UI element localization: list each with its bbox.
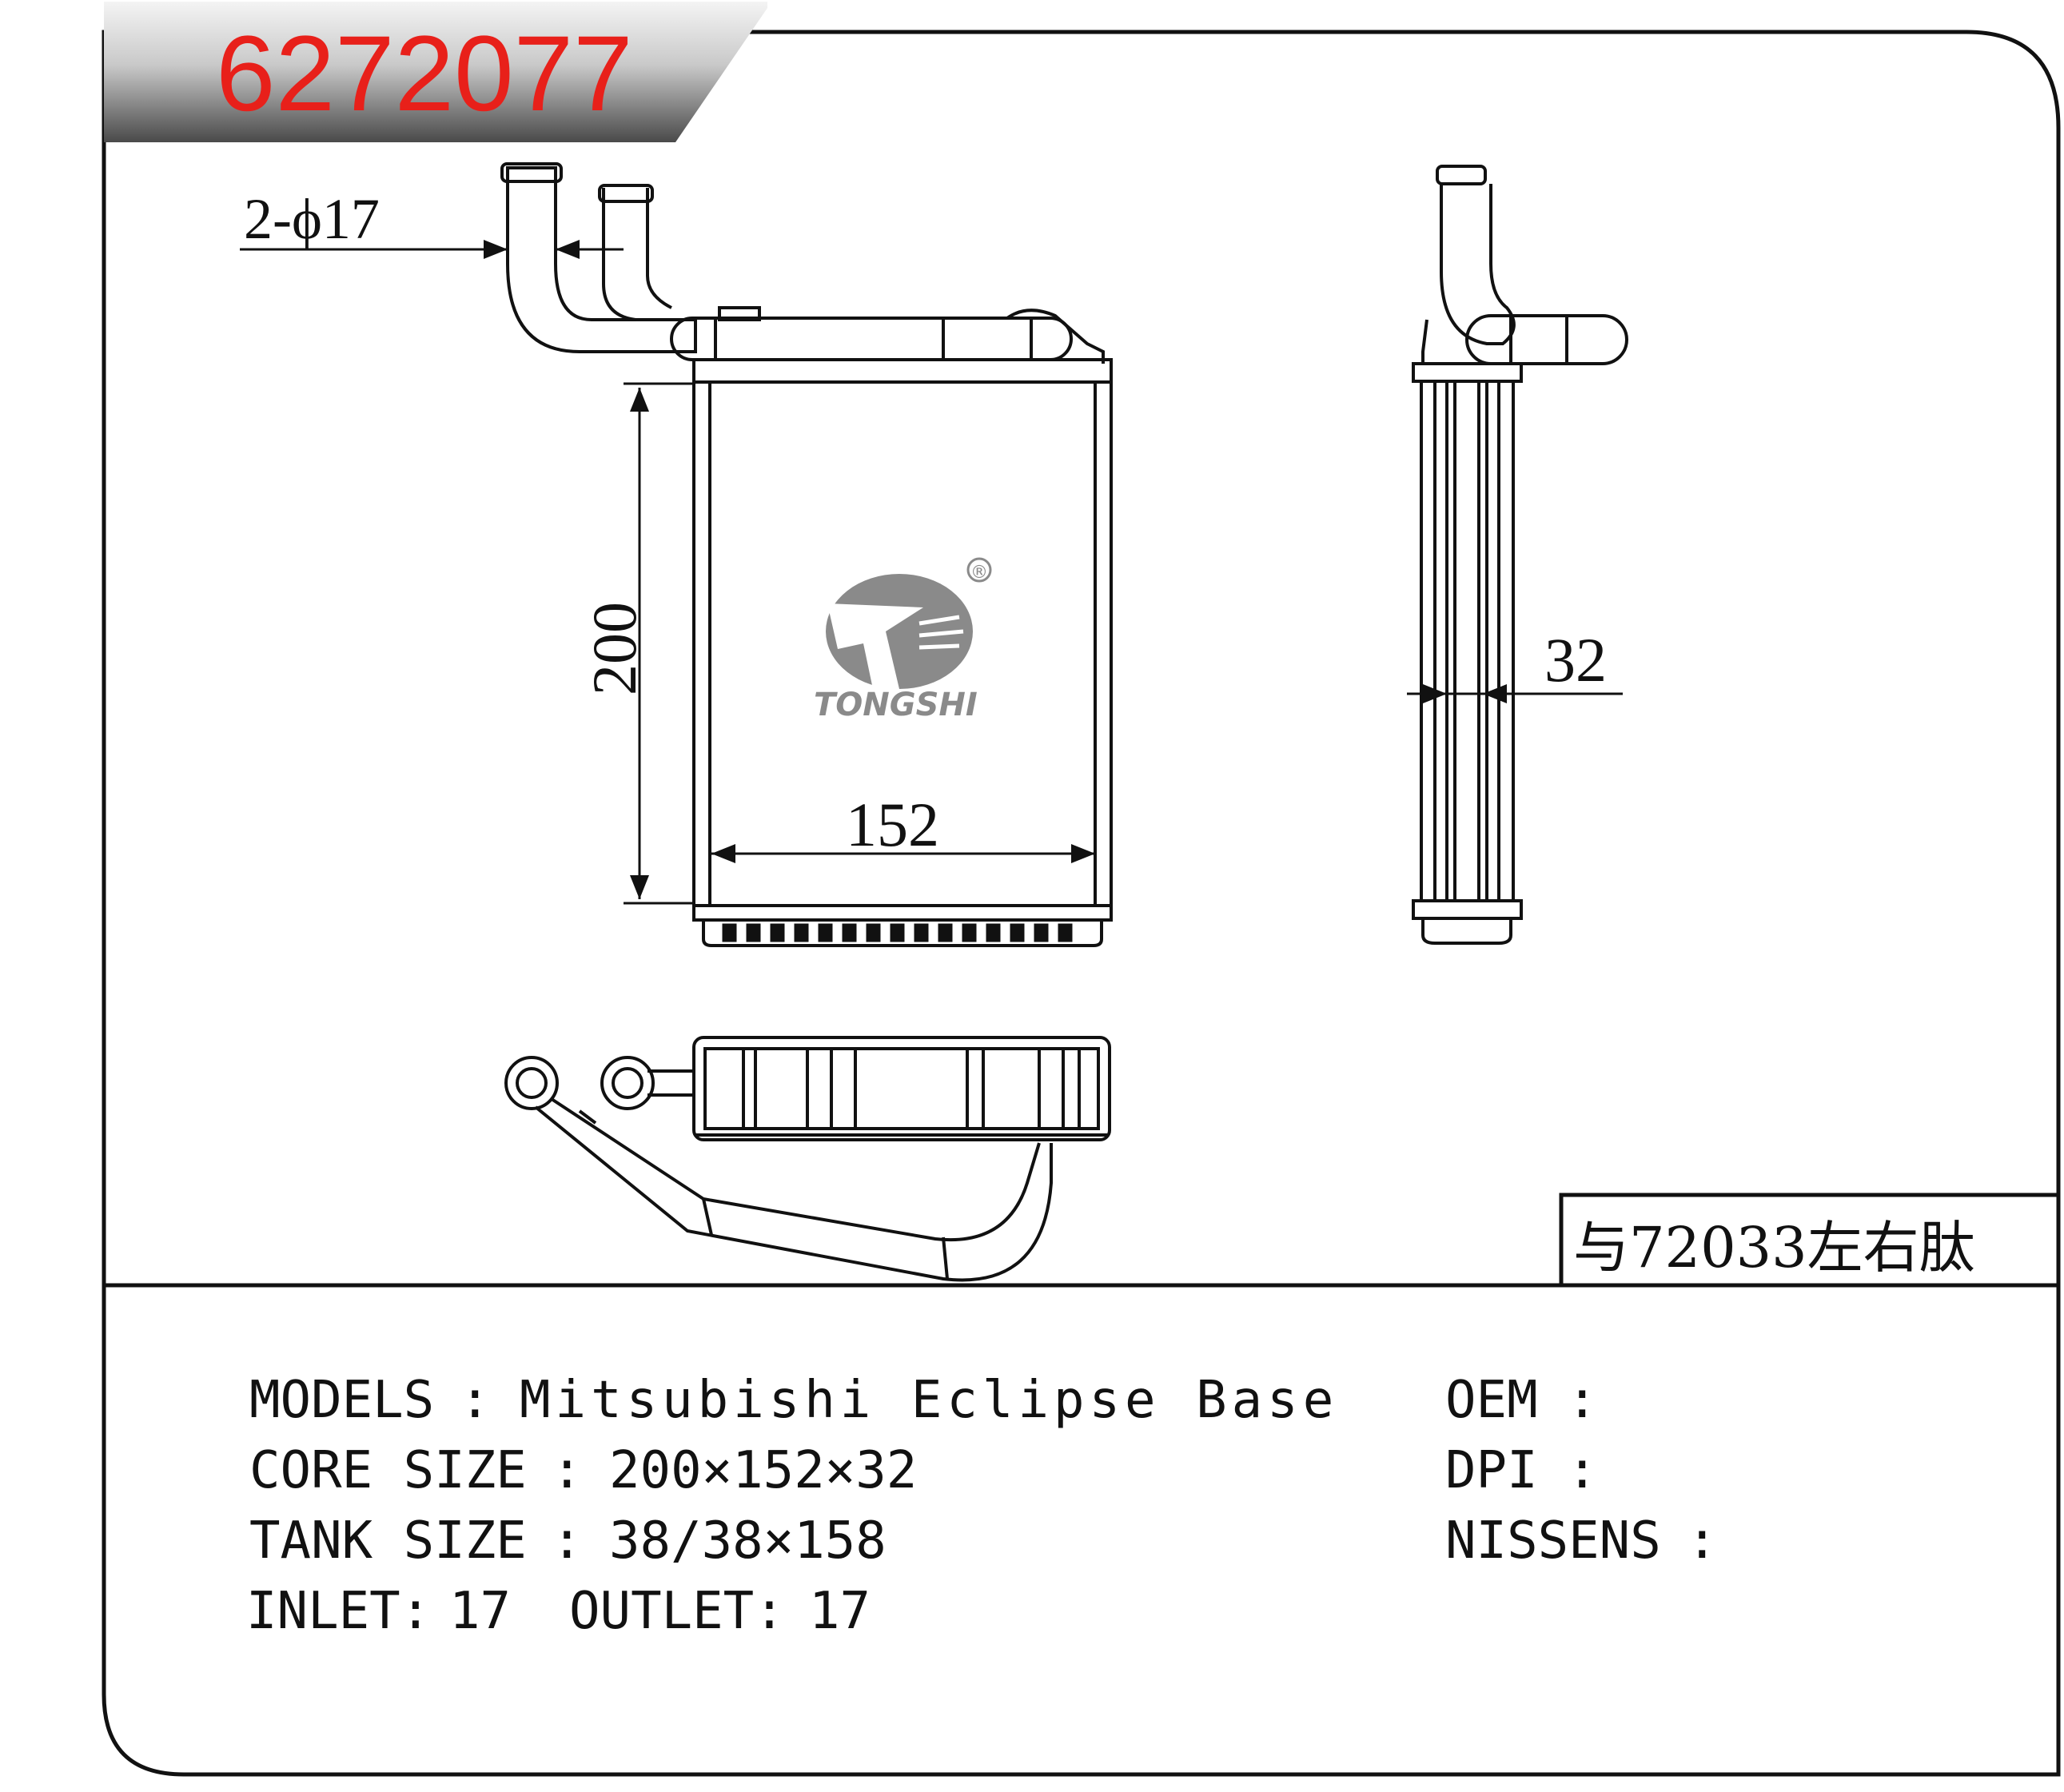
spec-tank-size-sep: : — [552, 1511, 583, 1571]
dim-core-height — [624, 382, 694, 905]
dim-core-height-label: 200 — [580, 602, 649, 695]
dim-core-thickness-label: 32 — [1544, 625, 1607, 695]
bottom-tank — [692, 904, 1113, 922]
outlet-pipe — [602, 188, 672, 321]
dim-pipe-diameter-label: 2-ϕ17 — [244, 187, 380, 251]
top-view — [504, 1036, 1111, 1282]
logo-brand: TONGSHI — [814, 687, 978, 723]
top-tank — [692, 358, 1113, 384]
part-number: 6272077 — [216, 14, 633, 133]
spec-outlet-value: 17 — [809, 1582, 871, 1641]
spec-tank-size-value: 38/38×158 — [609, 1511, 887, 1571]
front-view — [500, 162, 1113, 947]
spec-core-size-value: 200×152×32 — [609, 1441, 918, 1500]
spec-nissens-sep: : — [1687, 1511, 1718, 1571]
note-box — [1559, 1193, 2061, 1288]
spec-nissens-label: NISSENS — [1445, 1511, 1661, 1571]
top-tube — [670, 317, 1073, 361]
inlet-pipe — [506, 166, 697, 353]
spec-oem-sep: : — [1567, 1371, 1598, 1430]
spec-dpi-sep: : — [1567, 1441, 1598, 1500]
spec-outlet-label: OUTLET: — [569, 1582, 785, 1641]
top-view-inlet-ring — [504, 1056, 559, 1110]
tongshi-logo: ® TONGSHI — [814, 557, 992, 723]
spec-models-label: MODELS — [249, 1371, 435, 1430]
spec-models-value: Mitsubishi Eclipse Base — [520, 1371, 1339, 1430]
note-text: 与72033左右肽 — [1573, 1215, 1975, 1280]
spec-inlet-label: INLET: — [246, 1582, 432, 1641]
side-outlet-tube — [1465, 314, 1628, 365]
spec-inlet-value: 17 — [449, 1582, 512, 1641]
side-view — [1412, 165, 1628, 945]
top-view-outlet-ring — [600, 1056, 655, 1110]
spec-core-size-label: CORE SIZE — [249, 1441, 527, 1500]
drawing-frame — [102, 30, 2061, 1777]
spec-models-sep: : — [460, 1371, 491, 1430]
spec-core-size-sep: : — [552, 1441, 583, 1500]
spec-tank-size-label: TANK SIZE — [249, 1511, 527, 1571]
part-number-banner — [104, 2, 767, 142]
top-view-tank — [692, 1036, 1111, 1141]
spec-oem-label: OEM — [1445, 1371, 1538, 1430]
dim-core-width-label: 152 — [846, 790, 939, 859]
spec-dpi-label: DPI — [1445, 1441, 1538, 1500]
bottom-tank-ribs — [722, 923, 1073, 942]
registered-mark: ® — [970, 563, 988, 583]
